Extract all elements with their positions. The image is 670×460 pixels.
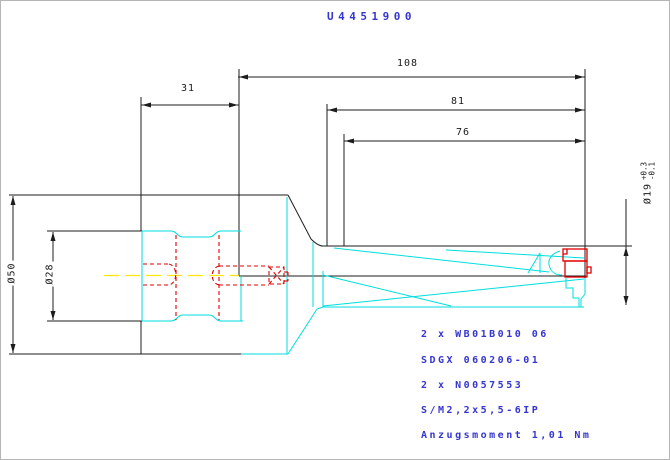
dimension-geometry: [12, 69, 627, 353]
dia19-tol-lower: -0.1: [647, 161, 656, 180]
insert-outline: [562, 248, 592, 278]
dim-label-dia19: Ø19 +0.3-0.1: [640, 161, 657, 205]
dia19-tolerances: +0.3-0.1: [640, 161, 657, 180]
dim-label-76: 76: [455, 127, 472, 138]
note-insert-type: SDGX 060206-01: [421, 355, 541, 366]
note-insert-peripheral: 2 x WB01B010 06: [421, 329, 549, 340]
note-screw-qty: 2 x N0057553: [421, 380, 524, 391]
drawing-number: U4451900: [327, 10, 416, 23]
drill-profile-lines: [141, 197, 586, 355]
tool-body-outline: [9, 194, 632, 355]
note-screw-spec: S/M2,2x5,5-6IP: [421, 405, 541, 416]
note-torque: Anzugsmoment 1,01 Nm: [421, 430, 592, 441]
dim-label-dia28: Ø28: [44, 261, 56, 287]
hidden-feature-lines: [143, 235, 289, 320]
dim-label-dia50: Ø50: [6, 260, 18, 286]
dia19-nominal: Ø19: [642, 183, 654, 205]
dim-label-81: 81: [450, 96, 467, 107]
dim-label-108: 108: [396, 58, 420, 69]
dim-label-31: 31: [180, 83, 197, 94]
dimension-arrows: [10, 74, 629, 353]
